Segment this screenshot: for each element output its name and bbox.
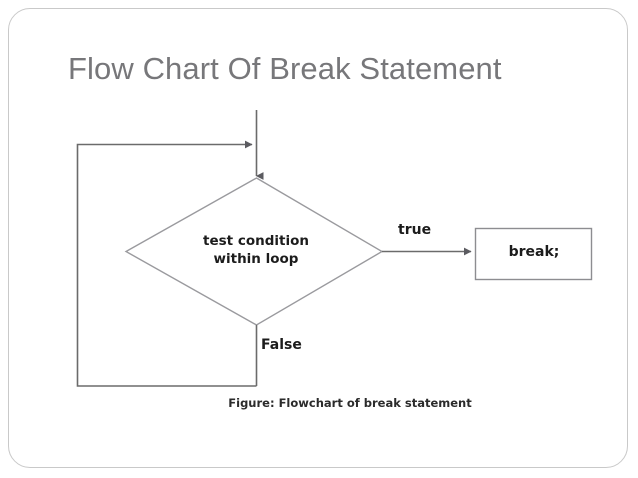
decision-label: test condition within loop [185,232,327,268]
false-branch-label: False [261,337,302,353]
figure-caption: Figure: Flowchart of break statement [228,396,472,410]
break-statement-label: break; [508,244,560,260]
page-title: Flow Chart Of Break Statement [68,51,502,86]
decision-label-line1: test condition [203,233,309,249]
true-branch-label: true [398,222,432,238]
loop-back-path [76,140,257,387]
break-statement-box [474,227,593,281]
decision-label-line2: within loop [213,251,299,267]
